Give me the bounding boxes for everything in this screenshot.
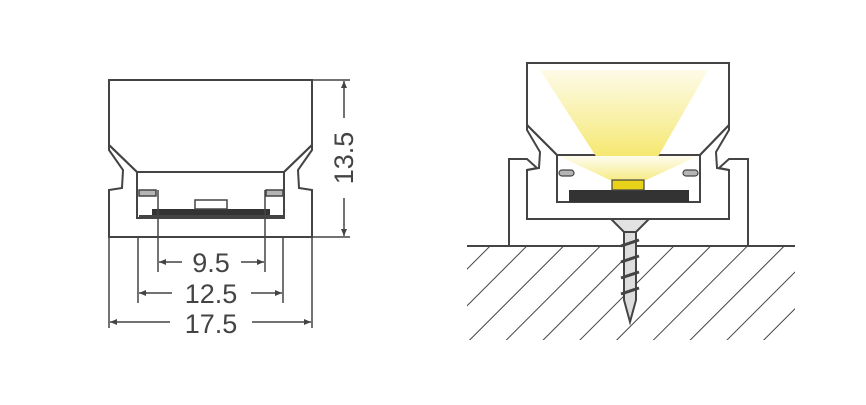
clip-left	[138, 189, 157, 197]
dimension-overall-height: 13.5	[329, 81, 359, 236]
clip-left	[558, 169, 575, 177]
clip-right	[265, 189, 284, 197]
dimension-label: 12.5	[185, 279, 238, 309]
light-beam	[540, 70, 708, 181]
dimension-label: 9.5	[192, 248, 230, 278]
led-chip	[194, 199, 228, 210]
cross-section-dimensioned: 9.5 12.5 17.5 13.5	[108, 79, 359, 339]
installation-illustration	[467, 62, 795, 340]
dimension-channel-width: 12.5	[139, 279, 282, 309]
clip-right	[682, 169, 699, 177]
lens-diffuser	[108, 79, 313, 173]
led-chip	[611, 179, 645, 191]
aluminium-profile	[108, 142, 313, 238]
led-strip-pcb	[569, 190, 689, 202]
dimension-inner-width: 9.5	[159, 248, 264, 278]
screw-icon	[608, 218, 652, 326]
led-strip-pcb	[152, 209, 270, 215]
dimension-label: 17.5	[185, 309, 238, 339]
dimension-label: 13.5	[329, 132, 359, 185]
dimension-overall-width: 17.5	[110, 309, 311, 339]
